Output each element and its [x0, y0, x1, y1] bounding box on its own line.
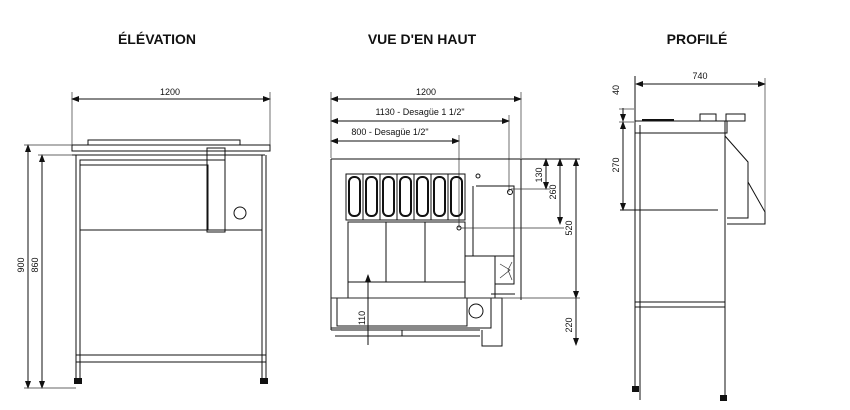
drain-2-label: 800 - Desagüe 1/2": [351, 127, 428, 137]
profile-title: PROFILÉ: [667, 31, 728, 47]
width-dimension-label: 1200: [160, 87, 180, 97]
top-width-label: 1200: [416, 87, 436, 97]
dim-520-label: 520: [564, 220, 574, 235]
total-height-label: 900: [16, 257, 26, 272]
body-height-label: 860: [30, 257, 40, 272]
elevation-title: ÉLÉVATION: [118, 31, 196, 47]
top-view-title: VUE D'EN HAUT: [368, 31, 477, 47]
top-view: VUE D'EN HAUT 1200 1130 - Desagüe 1 1/2"…: [330, 31, 580, 347]
profile-view: PROFILÉ 740 40 270: [611, 31, 766, 401]
dim-260-label: 260: [548, 184, 558, 199]
elevation-view: ÉLÉVATION 1200 900 860: [16, 31, 271, 389]
knob-icon: [233, 206, 247, 220]
dim-110-label: 110: [357, 311, 367, 325]
dim-220-label: 220: [564, 317, 574, 332]
dim-40-label: 40: [611, 85, 621, 95]
drain-1-label: 1130 - Desagüe 1 1/2": [375, 107, 464, 117]
gastronorm-pans: [348, 174, 463, 220]
dim-130-label: 130: [534, 167, 544, 182]
dim-270-label: 270: [611, 157, 621, 172]
profile-width-label: 740: [692, 71, 707, 81]
